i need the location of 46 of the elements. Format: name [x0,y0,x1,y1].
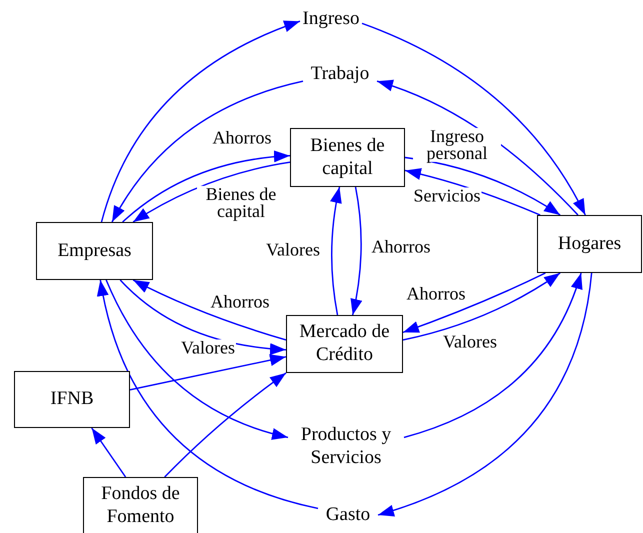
arrow [402,272,546,334]
node-text: Bienes de capital [309,134,386,180]
arrow [130,354,286,390]
edge-label: Valores [180,339,236,357]
arrow [362,22,586,216]
edge-label: Servicios [412,187,482,205]
edge-label: Ahorros [212,129,272,147]
arrow [132,162,290,223]
node-text: Ingreso [302,8,360,30]
edge-label: Ahorros [210,293,270,311]
arrow [404,272,582,438]
arrow [402,272,560,341]
arrow [132,279,286,341]
node-text: Trabajo [310,62,370,86]
arrow [106,280,288,440]
arrow [330,186,342,316]
node-text: Hogares [558,232,622,256]
edge-label: Ahorros [370,238,432,256]
arrow [404,156,560,216]
edge-label: Ingreso personal [413,128,501,162]
process-box [36,222,153,280]
arrow [122,150,290,223]
edge-label: Valores [442,333,498,351]
edge-label: Valores [265,241,321,259]
node-text: Mercado de Crédito [298,321,391,367]
process-box [14,371,130,428]
node-text: Fondos de Fomento [100,483,181,529]
arrow [111,80,304,222]
node-text: IFNB [50,388,94,411]
arrow [376,80,578,216]
node-text: Gasto [326,504,370,526]
arrow [164,372,286,478]
process-box [537,215,642,273]
edge-label: Ahorros [406,285,466,303]
arrow [120,280,286,355]
arrow [100,20,300,222]
arrow [404,168,540,216]
node-text: Productos y Servicios [300,424,392,470]
process-box [83,477,198,533]
arrow [91,428,126,478]
process-box [286,315,403,373]
node-text: Empresas [58,240,132,262]
arrow [378,272,592,516]
arrow [98,280,318,510]
process-box [290,128,405,187]
arrow [350,186,362,316]
